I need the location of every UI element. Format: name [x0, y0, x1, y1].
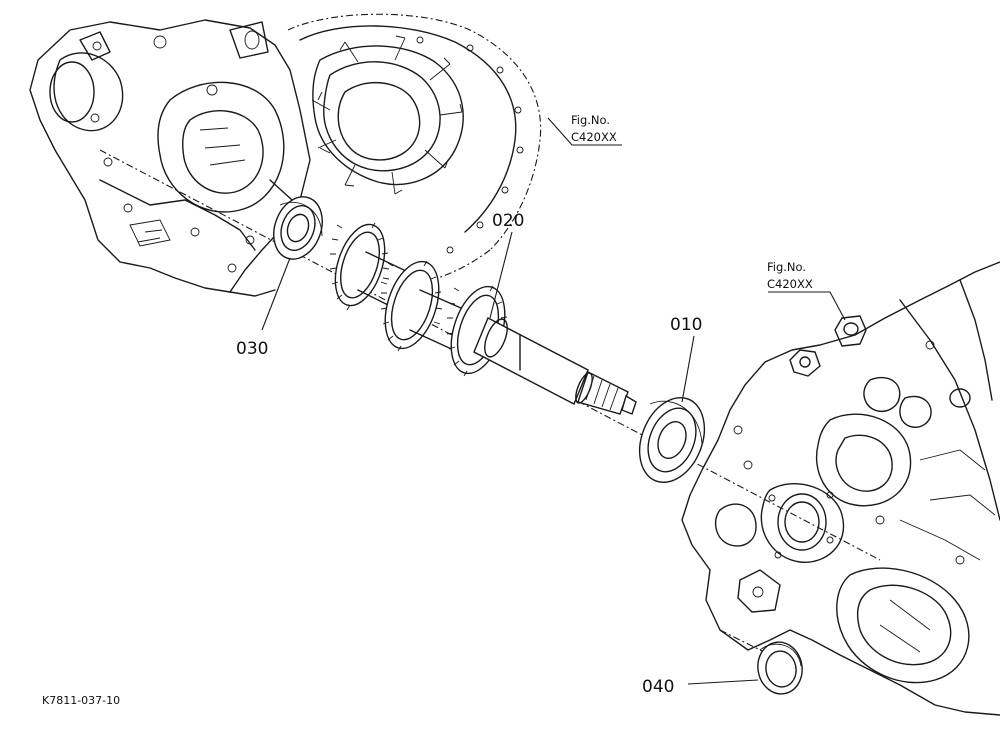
- part-label-040: 040: [642, 677, 674, 697]
- right-transmission-case: [681, 261, 1000, 716]
- leader-figref-1: [547, 117, 622, 146]
- figure-ref-2-title: Fig.No.: [767, 260, 806, 274]
- part-label-010: 010: [670, 315, 702, 335]
- leader-lines: [261, 117, 846, 685]
- figure-code: K7811-037-10: [42, 694, 120, 707]
- leader-010: [681, 335, 695, 403]
- leader-020: [489, 231, 513, 319]
- leader-030: [261, 257, 291, 331]
- bearing-010: [638, 396, 706, 484]
- gear-shaft-020: [329, 222, 637, 415]
- figure-ref-2-code: C420XX: [767, 277, 813, 291]
- part-label-020: 020: [492, 211, 524, 231]
- figure-ref-1-title: Fig.No.: [571, 113, 610, 127]
- figure-ref-1-code: C420XX: [571, 130, 617, 144]
- bearing-030: [273, 196, 323, 260]
- oil-seal-040: [757, 641, 803, 695]
- leader-040: [687, 679, 759, 685]
- left-housing-flange: [287, 13, 542, 283]
- leader-figref-2: [768, 291, 846, 321]
- left-transmission-case: [29, 19, 311, 297]
- part-label-030: 030: [236, 339, 268, 359]
